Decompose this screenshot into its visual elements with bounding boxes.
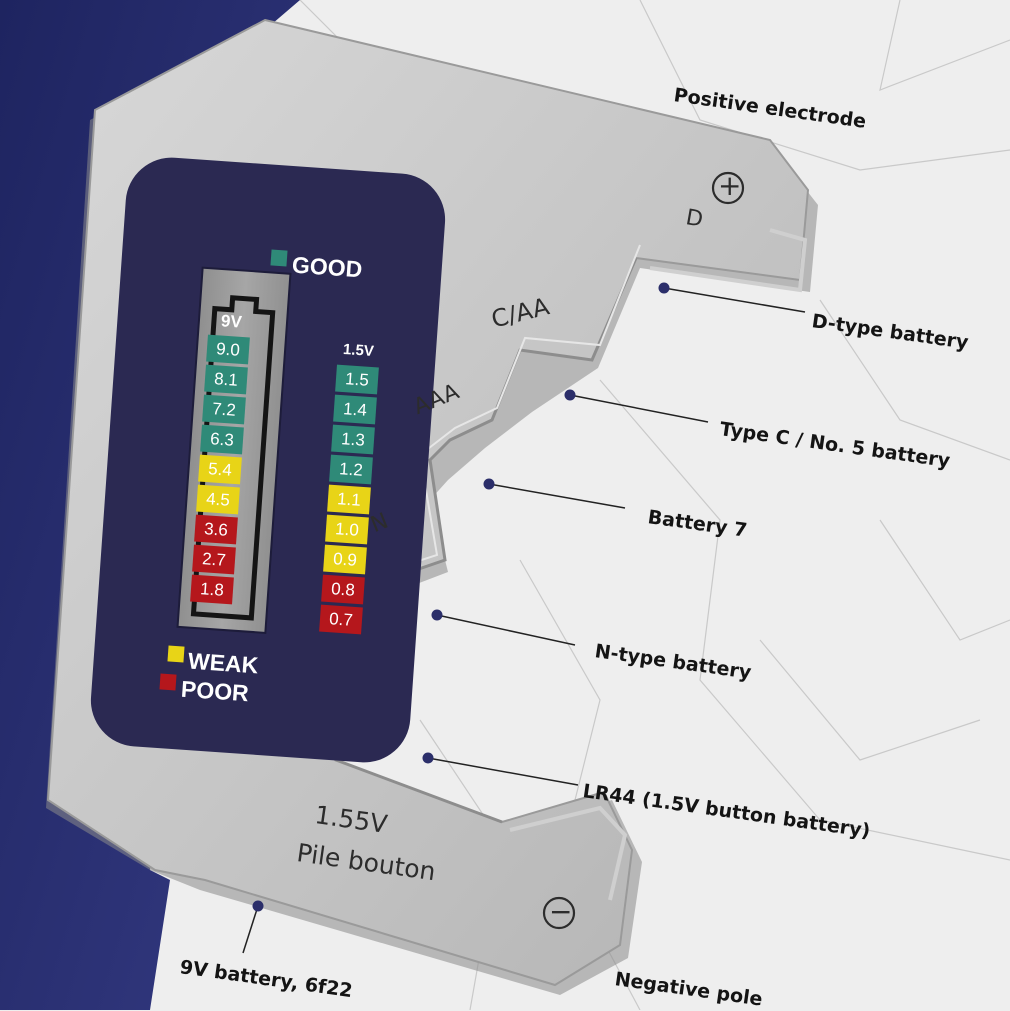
- scale-cell-1-1: 1.1: [327, 484, 371, 515]
- scale-cell-0-9: 0.9: [323, 544, 367, 575]
- plus-icon: [711, 171, 745, 205]
- weak-legend-swatch: [167, 645, 185, 663]
- scale-cell-1-2: 1.2: [329, 454, 373, 485]
- poor-legend-swatch: [159, 673, 177, 691]
- scale-cell-7-2: 7.2: [202, 394, 246, 425]
- good-label: GOOD: [291, 251, 364, 283]
- weak-label: WEAK: [187, 647, 260, 679]
- minus-symbol: −: [549, 895, 573, 928]
- good-legend-swatch: [270, 249, 288, 267]
- scale-cell-1-8: 1.8: [190, 574, 234, 605]
- poor-label: POOR: [180, 675, 250, 707]
- scale-cell-0-7: 0.7: [319, 604, 363, 635]
- scale-cell-1-4: 1.4: [333, 394, 377, 425]
- scale-cell-1-5: 1.5: [335, 364, 379, 395]
- marble-background: [299, 0, 1010, 1010]
- scale-cell-4-5: 4.5: [196, 484, 240, 515]
- scale-cell-6-3: 6.3: [200, 424, 244, 455]
- right-header-1-5v: 1.5V: [342, 340, 375, 361]
- scale-cell-0-8: 0.8: [321, 574, 365, 605]
- scale-cell-2-7: 2.7: [192, 544, 236, 575]
- scale-cell-5-4: 5.4: [198, 454, 242, 485]
- minus-icon: [542, 896, 576, 930]
- callout-dots: [252, 282, 670, 912]
- plus-symbol: +: [718, 169, 742, 202]
- left-header-9v: 9V: [220, 311, 243, 332]
- scale-cell-1-0: 1.0: [325, 514, 369, 545]
- leader-lines: [242, 287, 806, 954]
- scale-cell-8-1: 8.1: [204, 364, 248, 395]
- scale-cell-3-6: 3.6: [194, 514, 238, 545]
- scale-cell-9-0: 9.0: [206, 334, 250, 365]
- scale-cell-1-3: 1.3: [331, 424, 375, 455]
